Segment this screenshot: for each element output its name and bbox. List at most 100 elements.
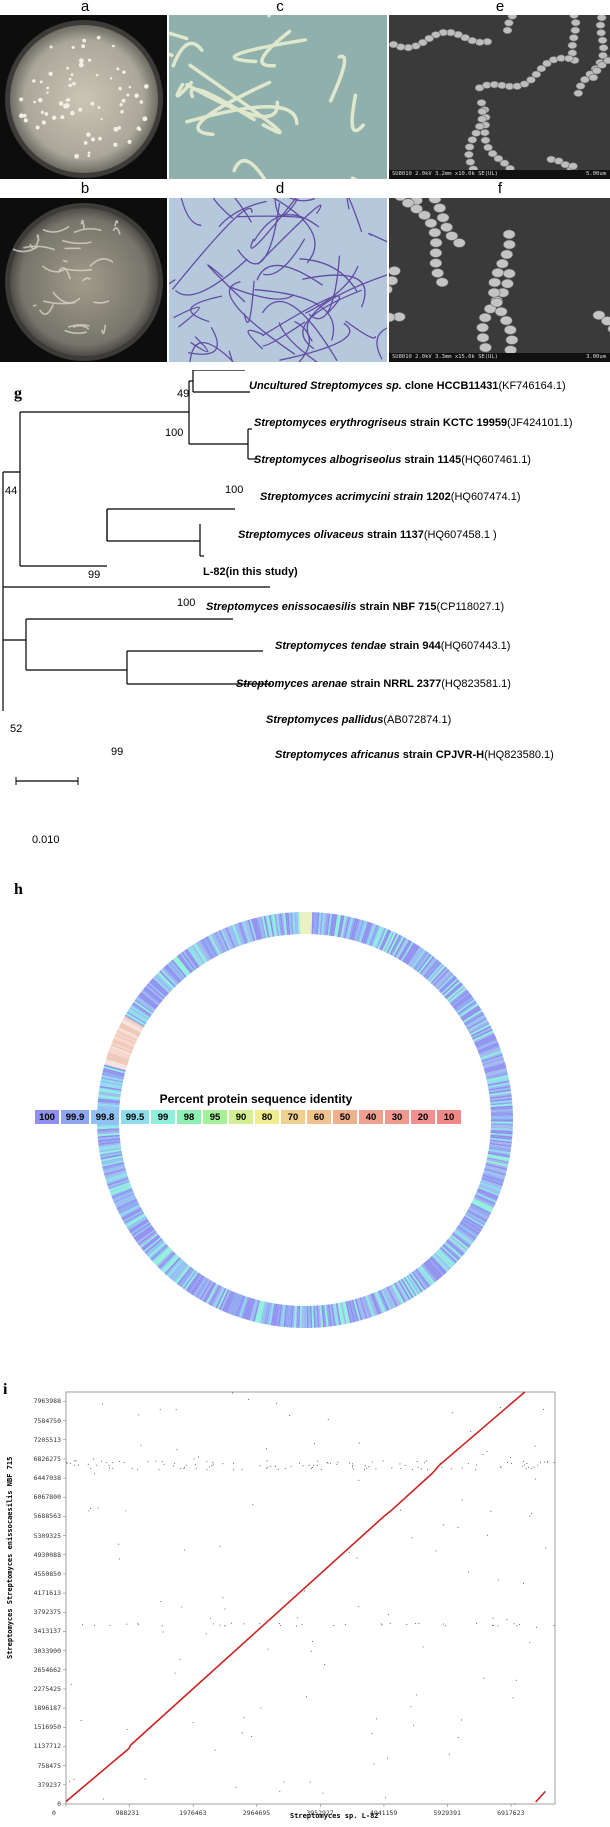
bootstrap-value: 49 xyxy=(177,388,190,400)
ring-segment xyxy=(115,1032,137,1043)
ring-segment xyxy=(172,958,188,977)
ring-segment xyxy=(354,1298,363,1321)
dotplot-noise-point xyxy=(483,1677,485,1679)
ring-segment xyxy=(145,1239,164,1256)
ring-segment xyxy=(309,912,313,935)
ring-segment xyxy=(466,1016,487,1029)
dotplot-noise-point xyxy=(444,1625,447,1627)
ring-segment xyxy=(488,1087,511,1093)
ring-segment xyxy=(480,1179,503,1188)
ring-segment xyxy=(223,1291,234,1313)
ring-segment xyxy=(485,1069,508,1077)
ring-segment xyxy=(356,1298,365,1320)
ring-segment xyxy=(465,1213,486,1226)
ring-segment xyxy=(462,1009,483,1023)
dotplot-noise-point xyxy=(144,1778,146,1780)
ring-segment xyxy=(313,912,316,935)
ring-segment xyxy=(309,1305,313,1328)
ring-segment xyxy=(424,1261,441,1280)
ring-segment xyxy=(373,926,383,948)
ring-segment xyxy=(430,1256,447,1274)
dotplot-noise-point xyxy=(176,1449,178,1451)
dotplot-noise-point xyxy=(358,1606,360,1608)
ring-segment xyxy=(108,1180,130,1190)
ring-segment xyxy=(362,922,371,944)
dotplot-noise-point xyxy=(183,1549,186,1551)
ring-segment xyxy=(100,1078,123,1085)
ring-segment xyxy=(190,1275,204,1295)
ring-segment xyxy=(445,983,464,1000)
dotplot-noise-point xyxy=(155,1460,157,1462)
dotplot-x-axis-title: Streptomyces sp. L-82 xyxy=(290,1812,379,1820)
ring-segment xyxy=(97,1124,120,1128)
dotplot-noise-point xyxy=(212,1461,214,1463)
ring-segment xyxy=(270,1303,276,1326)
ring-segment xyxy=(474,1033,496,1045)
ring-segment xyxy=(295,912,299,935)
ring-segment xyxy=(279,1304,284,1327)
ring-segment xyxy=(258,916,265,939)
dotplot-noise-point xyxy=(411,1537,413,1539)
ring-segment xyxy=(97,1105,120,1109)
ring-segment xyxy=(116,1198,138,1210)
ring-segment xyxy=(409,947,423,967)
ring-segment xyxy=(285,912,289,935)
ring-segment xyxy=(168,961,185,980)
dotplot-noise-point xyxy=(243,1717,245,1719)
ring-segment xyxy=(150,1244,168,1261)
ring-segment xyxy=(196,1278,210,1299)
ring-segment xyxy=(489,1142,512,1148)
ring-segment xyxy=(98,1094,121,1099)
ring-segment xyxy=(125,1214,146,1228)
dotplot-noise-point xyxy=(174,1462,176,1464)
dotplot-noise-point xyxy=(435,1550,437,1552)
ring-segment xyxy=(150,979,168,996)
ring-segment xyxy=(149,980,167,997)
dotplot-y-tick-label: 758475 xyxy=(37,1761,61,1770)
dotplot-noise-point xyxy=(74,1464,76,1466)
dotplot-noise-point xyxy=(267,1466,269,1468)
ring-segment xyxy=(314,912,318,935)
ring-segment xyxy=(342,1301,349,1324)
bootstrap-value: 100 xyxy=(177,597,196,609)
ring-segment xyxy=(377,928,388,950)
ring-segment xyxy=(113,1037,135,1048)
dotplot-noise-point xyxy=(206,1469,208,1471)
ring-segment xyxy=(114,1035,136,1046)
ring-segment xyxy=(479,1047,501,1057)
ring-segment xyxy=(98,1139,121,1144)
ring-segment xyxy=(193,1276,207,1297)
dotplot-noise-point xyxy=(77,1464,80,1466)
ring-segment xyxy=(407,946,422,966)
ring-segment xyxy=(490,1126,513,1130)
ring-segment xyxy=(303,912,305,935)
ring-segment xyxy=(193,943,207,964)
ring-segment xyxy=(490,1107,513,1111)
panel-label-h: h xyxy=(14,881,23,898)
ring-segment xyxy=(490,1134,513,1139)
sem-info-bar-e: SU8010 2.0kV 3.2mm x10.0k SE(UL) 5.00um xyxy=(389,170,610,179)
dotplot-y-tick-label: 7584750 xyxy=(33,1416,61,1425)
ring-segment xyxy=(227,926,237,948)
dotplot-noise-point xyxy=(112,1467,114,1469)
dotplot-noise-point xyxy=(313,1442,316,1445)
dotplot-noise-point xyxy=(415,1622,417,1624)
dotplot-noise-point xyxy=(417,1466,419,1468)
dotplot-noise-point xyxy=(212,1463,214,1465)
dotplot-noise-point xyxy=(381,1624,383,1626)
ring-segment xyxy=(449,989,468,1005)
ring-segment xyxy=(101,1076,124,1083)
ring-segment xyxy=(338,1302,345,1325)
ring-segment xyxy=(383,1287,395,1309)
ring-segment xyxy=(485,1164,507,1173)
dotplot-noise-point xyxy=(298,1462,301,1464)
dotplot-alignment-segment xyxy=(432,1464,440,1474)
ring-segment xyxy=(460,1219,481,1234)
ring-segment xyxy=(448,987,467,1003)
ring-segment xyxy=(468,1207,489,1220)
ring-segment xyxy=(447,1238,466,1254)
ring-segment xyxy=(114,1033,136,1045)
dotplot-noise-point xyxy=(205,1633,207,1635)
dotplot-noise-point xyxy=(487,1534,489,1536)
